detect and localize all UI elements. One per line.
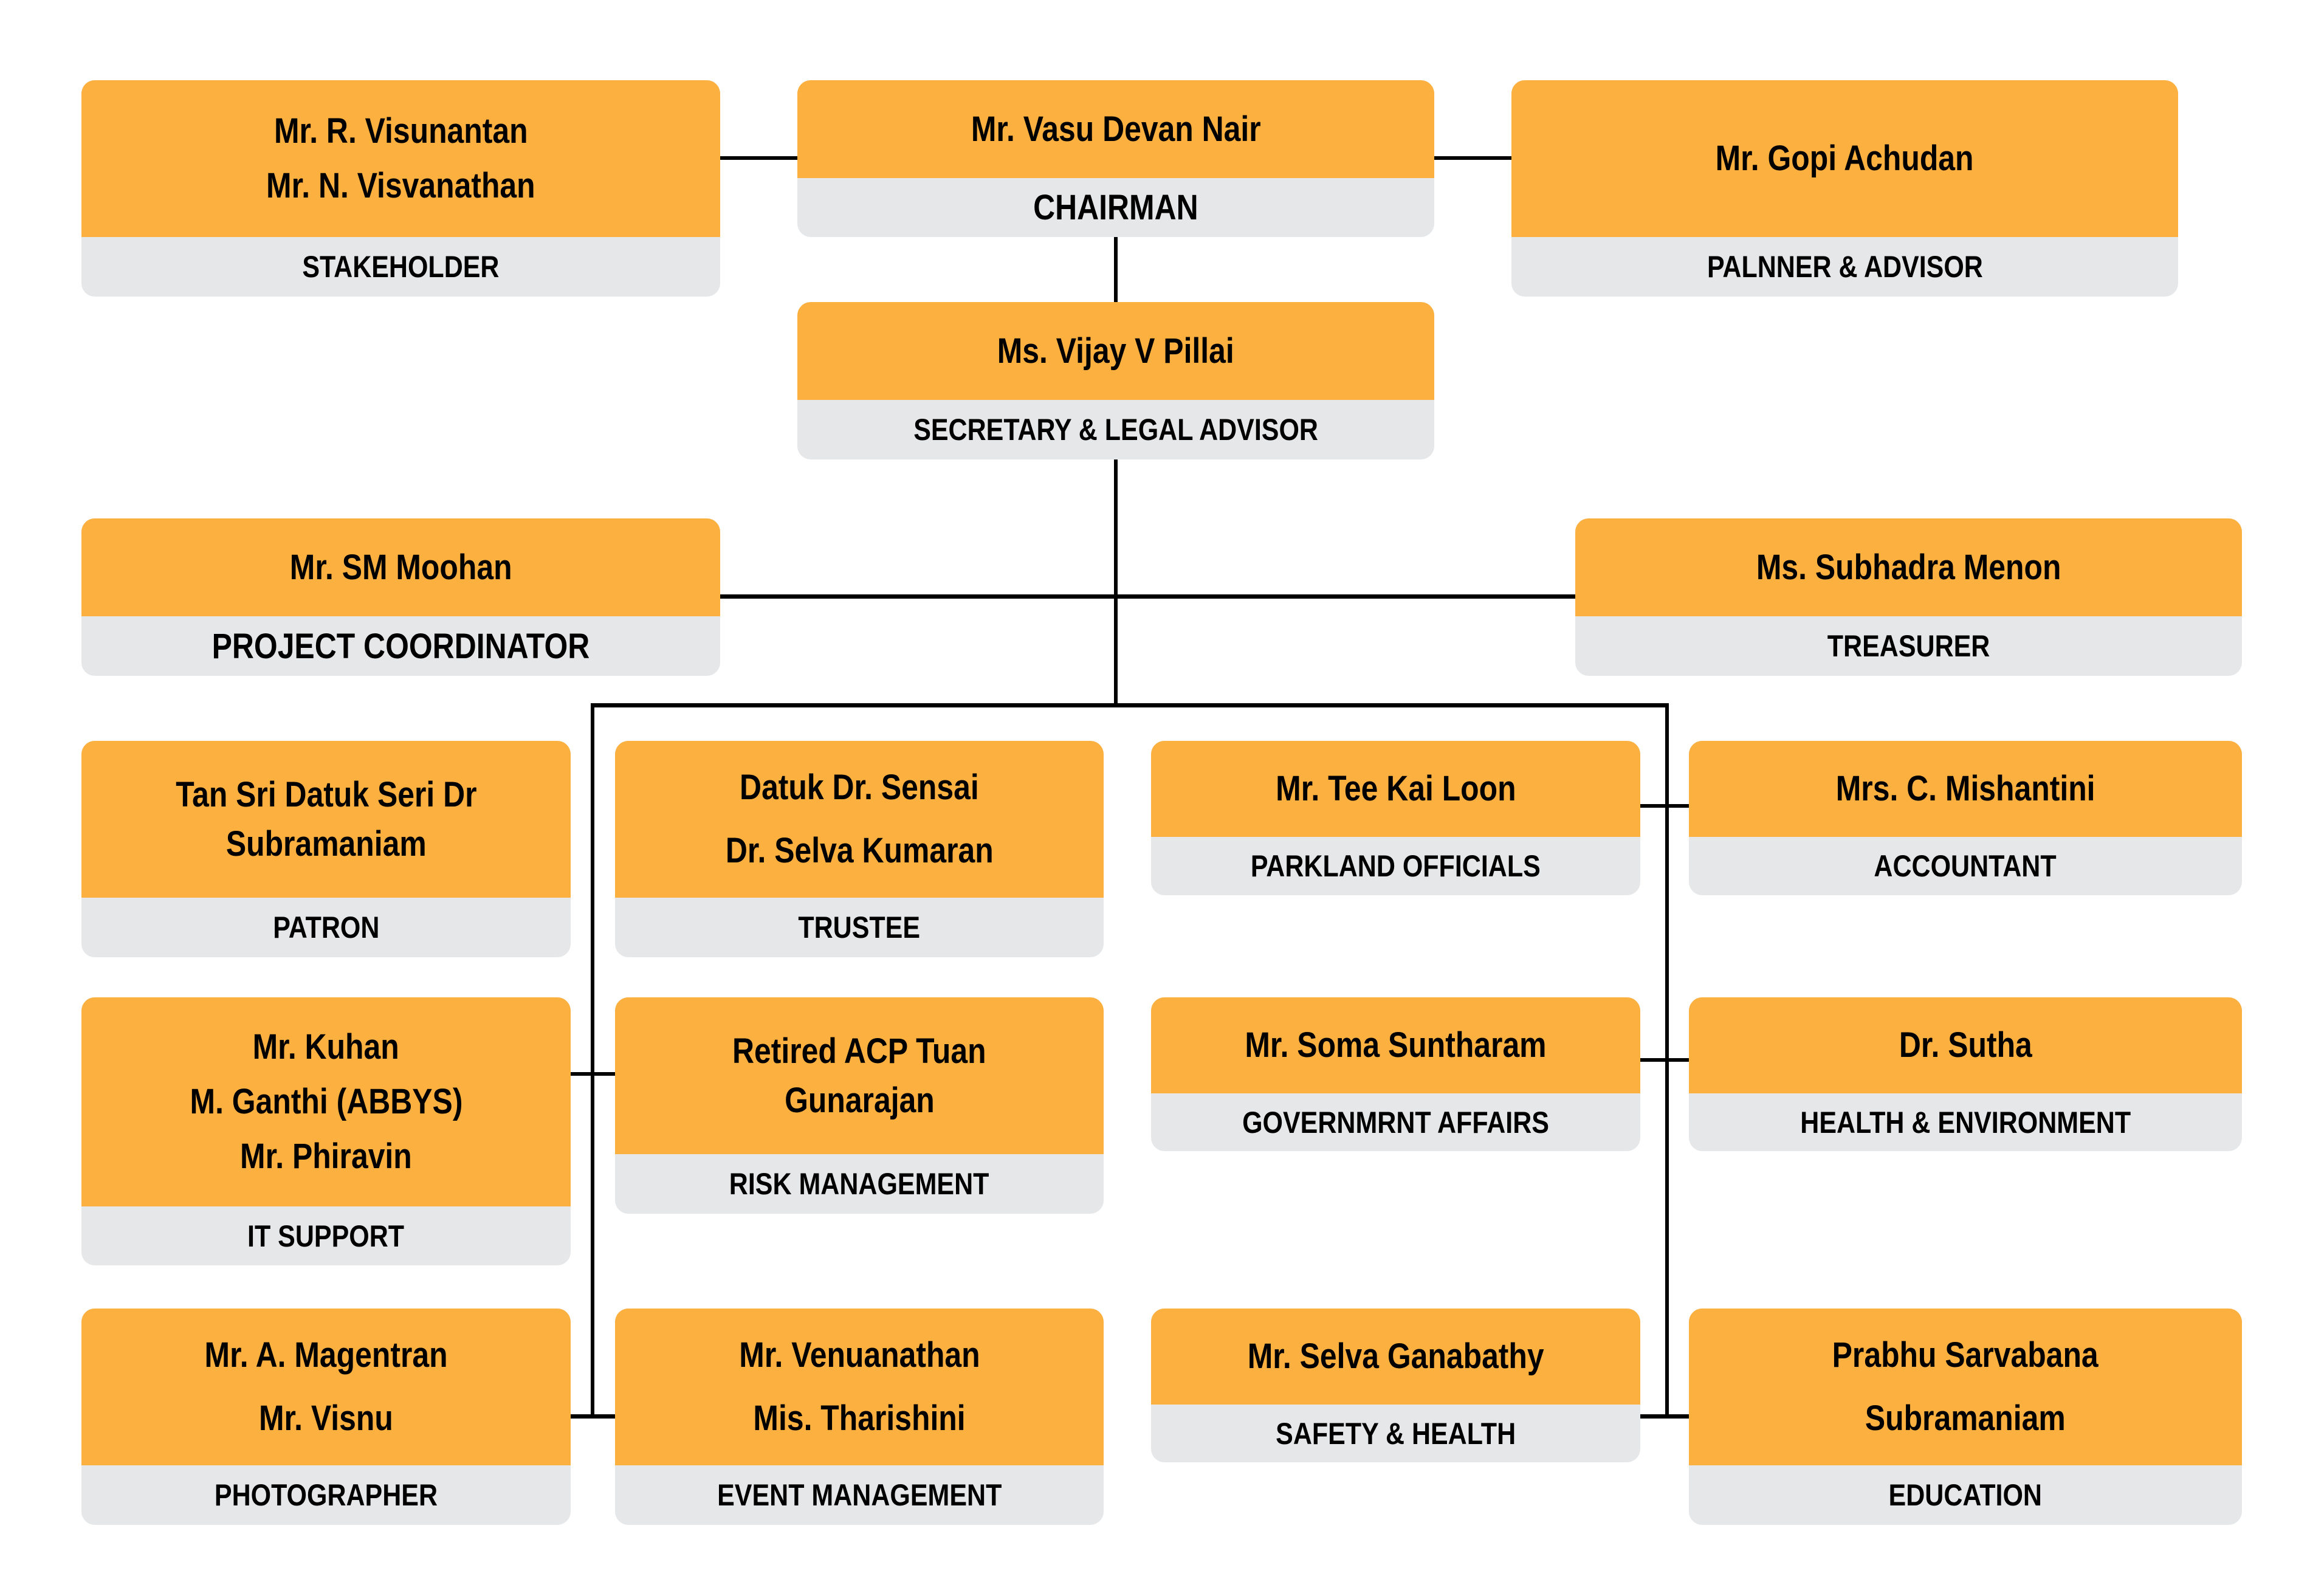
name-band: Dr. Sutha [1689, 997, 2242, 1093]
secretary-card: Ms. Vijay V Pillai SECRETARY & LEGAL ADV… [797, 302, 1434, 459]
person-name: Dr. Selva Kumaran [725, 831, 994, 870]
connector-left-branch [591, 703, 594, 1419]
role-label: EVENT MANAGEMENT [717, 1478, 1002, 1512]
connector-it-risk [571, 1072, 615, 1076]
parkland-officials-card: Mr. Tee Kai Loon PARKLAND OFFICIALS [1151, 741, 1640, 895]
name-band: Ms. Subhadra Menon [1575, 518, 2242, 616]
connector-stakeholder-chairman [720, 156, 797, 160]
name-band: Mr. SM Moohan [81, 518, 720, 616]
person-name: Mr. Soma Suntharam [1245, 1025, 1547, 1065]
person-name: Mrs. C. Mishantini [1835, 769, 2095, 809]
role-label: PATRON [272, 910, 380, 944]
role-label: STAKEHOLDER [302, 250, 500, 284]
person-name: Datuk Dr. Sensai [740, 767, 979, 807]
chairman-card: Mr. Vasu Devan Nair CHAIRMAN [797, 80, 1434, 237]
person-name: Tan Sri Datuk Seri Dr [175, 774, 477, 814]
connector-government-health [1640, 1058, 1689, 1062]
role-label: HEALTH & ENVIRONMENT [1800, 1105, 2131, 1140]
person-name: Subramaniam [1865, 1398, 2066, 1438]
name-band: Mr. Tee Kai Loon [1151, 741, 1640, 837]
name-band: Prabhu Sarvabana Subramaniam [1689, 1309, 2242, 1465]
person-name: Ms. Subhadra Menon [1756, 547, 2061, 587]
role-label: IT SUPPORT [247, 1219, 405, 1253]
role-label: CHAIRMAN [1033, 188, 1198, 227]
name-band: Ms. Vijay V Pillai [797, 302, 1434, 400]
it-support-card: Mr. Kuhan M. Ganthi (ABBYS) Mr. Phiravin… [81, 997, 571, 1265]
person-name: Mr. R. Visunantan [273, 111, 528, 151]
person-name: Retired ACP Tuan [732, 1031, 986, 1071]
name-band: Mrs. C. Mishantini [1689, 741, 2242, 837]
safety-health-card: Mr. Selva Ganabathy SAFETY & HEALTH [1151, 1309, 1640, 1462]
patron-card: Tan Sri Datuk Seri Dr Subramaniam PATRON [81, 741, 571, 957]
role-label: PARKLAND OFFICIALS [1251, 849, 1541, 883]
person-name: Mr. Visnu [259, 1398, 393, 1438]
role-label: PROJECT COORDINATOR [211, 626, 590, 666]
name-band: Mr. Selva Ganabathy [1151, 1309, 1640, 1405]
person-name: Mr. SM Moohan [289, 547, 512, 587]
person-name: Mr. Vasu Devan Nair [971, 109, 1261, 149]
role-label: TRUSTEE [798, 910, 921, 944]
government-affairs-card: Mr. Soma Suntharam GOVERNMRNT AFFAIRS [1151, 997, 1640, 1151]
name-band: Retired ACP Tuan Gunarajan [615, 997, 1104, 1154]
connector-coordinator-treasurer [720, 594, 1575, 599]
health-environment-card: Dr. Sutha HEALTH & ENVIRONMENT [1689, 997, 2242, 1151]
connector-parkland-accountant [1640, 804, 1689, 808]
role-label: SAFETY & HEALTH [1276, 1416, 1516, 1451]
name-band: Datuk Dr. Sensai Dr. Selva Kumaran [615, 741, 1104, 898]
person-name: Mr. Gopi Achudan [1716, 139, 1974, 179]
connector-bus [591, 703, 1669, 707]
person-name: Mr. Venuanathan [738, 1335, 980, 1375]
person-name: Prabhu Sarvabana [1832, 1335, 2099, 1375]
person-name: Dr. Sutha [1899, 1025, 2032, 1065]
name-band: Mr. Vasu Devan Nair [797, 80, 1434, 178]
accountant-card: Mrs. C. Mishantini ACCOUNTANT [1689, 741, 2242, 895]
name-band: Mr. Kuhan M. Ganthi (ABBYS) Mr. Phiravin [81, 997, 571, 1206]
role-label: GOVERNMRNT AFFAIRS [1242, 1105, 1549, 1140]
name-band: Mr. R. Visunantan Mr. N. Visvanathan [81, 80, 720, 237]
person-name: Mr. A. Magentran [204, 1335, 448, 1375]
education-card: Prabhu Sarvabana Subramaniam EDUCATION [1689, 1309, 2242, 1525]
name-band: Mr. Venuanathan Mis. Tharishini [615, 1309, 1104, 1465]
role-label: ACCOUNTANT [1874, 849, 2057, 883]
treasurer-card: Ms. Subhadra Menon TREASURER [1575, 518, 2242, 676]
event-management-card: Mr. Venuanathan Mis. Tharishini EVENT MA… [615, 1309, 1104, 1525]
role-label: SECRETARY & LEGAL ADVISOR [913, 413, 1318, 447]
name-band: Mr. Gopi Achudan [1511, 80, 2178, 237]
connector-photo-event [571, 1414, 615, 1419]
person-name: Mr. Phiravin [240, 1136, 412, 1176]
connector-safety-education [1640, 1414, 1689, 1419]
role-label: RISK MANAGEMENT [729, 1167, 989, 1201]
name-band: Tan Sri Datuk Seri Dr Subramaniam [81, 741, 571, 898]
risk-management-card: Retired ACP Tuan Gunarajan RISK MANAGEME… [615, 997, 1104, 1214]
person-name: Ms. Vijay V Pillai [997, 331, 1235, 371]
person-name: Mis. Tharishini [753, 1398, 966, 1438]
role-label: PHOTOGRAPHER [214, 1478, 438, 1512]
person-name: Mr. Kuhan [252, 1027, 400, 1067]
connector-main-trunk [1114, 459, 1118, 705]
role-label: EDUCATION [1888, 1478, 2043, 1512]
person-name: Subramaniam [225, 824, 427, 864]
connector-chairman-planner [1434, 156, 1511, 160]
person-name: M. Ganthi (ABBYS) [190, 1082, 462, 1122]
role-label: PALNNER & ADVISOR [1707, 250, 1983, 284]
trustee-card: Datuk Dr. Sensai Dr. Selva Kumaran TRUST… [615, 741, 1104, 957]
person-name: Mr. N. Visvanathan [266, 166, 535, 205]
name-band: Mr. A. Magentran Mr. Visnu [81, 1309, 571, 1465]
project-coordinator-card: Mr. SM Moohan PROJECT COORDINATOR [81, 518, 720, 676]
person-name: Mr. Selva Ganabathy [1247, 1336, 1544, 1377]
name-band: Mr. Soma Suntharam [1151, 997, 1640, 1093]
photographer-card: Mr. A. Magentran Mr. Visnu PHOTOGRAPHER [81, 1309, 571, 1525]
stakeholder-card: Mr. R. Visunantan Mr. N. Visvanathan STA… [81, 80, 720, 297]
planner-advisor-card: Mr. Gopi Achudan PALNNER & ADVISOR [1511, 80, 2178, 297]
connector-chairman-secretary [1114, 237, 1118, 302]
person-name: Mr. Tee Kai Loon [1275, 769, 1516, 809]
role-label: TREASURER [1827, 629, 1990, 663]
person-name: Gunarajan [784, 1081, 935, 1120]
